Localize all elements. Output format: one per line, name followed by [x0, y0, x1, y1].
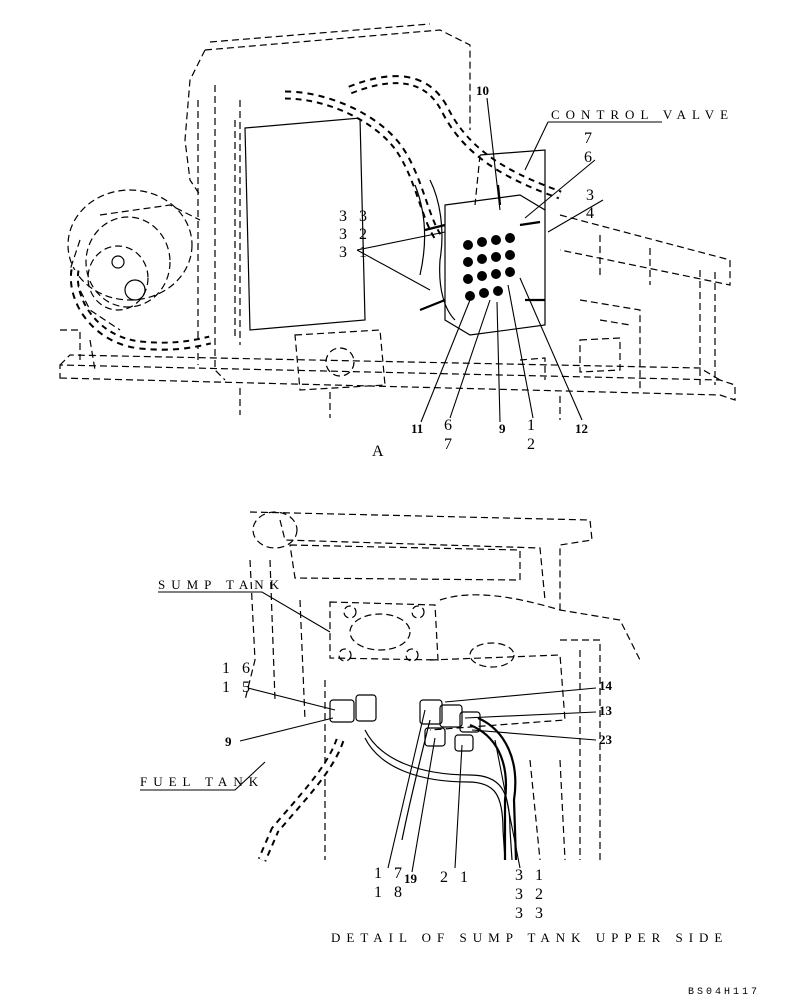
- leader-12: [519, 277, 583, 421]
- callout-7b: 7: [444, 436, 456, 453]
- leader-31-33: [494, 739, 521, 869]
- callout-3: 3: [586, 187, 598, 204]
- leader-14: [444, 687, 597, 703]
- callout-9b: 9: [225, 734, 232, 749]
- callout-4: 4: [586, 205, 598, 222]
- leader-7-6: [524, 159, 596, 219]
- callout-33b: 3 3: [515, 905, 547, 922]
- callout-23: 23: [599, 732, 612, 747]
- view-label-a: A: [372, 443, 388, 460]
- callout-17: 1 7: [374, 865, 406, 882]
- leader-19: [411, 737, 436, 873]
- leader-23: [471, 729, 597, 741]
- callout-2: 2: [527, 436, 539, 453]
- leader-3-4: [547, 199, 604, 233]
- callout-33: 3 3: [339, 208, 371, 225]
- callout-21: 2 1: [440, 869, 472, 886]
- view-a-drawing: [59, 23, 736, 423]
- control-valve-label: CONTROL VALVE: [551, 107, 735, 122]
- callout-6: 6: [584, 149, 596, 166]
- callout-19: 19: [404, 871, 417, 886]
- leader-9b: [239, 717, 334, 742]
- callout-12: 12: [575, 421, 588, 436]
- callout-10: 10: [476, 83, 489, 98]
- callout-16: 1 6: [222, 660, 254, 677]
- leader-sump-tank: [158, 591, 331, 633]
- callout-7: 7: [584, 130, 596, 147]
- callout-14: 14: [599, 678, 612, 693]
- leader-6-7: [449, 299, 491, 419]
- callout-18: 1 8: [374, 884, 406, 901]
- diagram-id: BS04H117: [688, 987, 761, 998]
- callout-31b: 3 1: [515, 867, 547, 884]
- callout-11: 11: [411, 421, 424, 436]
- leader-33-32-31: [356, 231, 446, 291]
- leader-1-2: [507, 284, 534, 419]
- sump-tank-label: SUMP TANK: [158, 577, 286, 592]
- callout-13: 13: [599, 703, 612, 718]
- detail-view-drawing: [140, 511, 641, 873]
- callout-9: 9: [499, 421, 506, 436]
- callout-32: 3 2: [339, 226, 371, 243]
- leader-11: [420, 299, 471, 423]
- callout-15: 1 5: [222, 679, 254, 696]
- callout-1: 1: [527, 417, 539, 434]
- callout-32b: 3 2: [515, 886, 547, 903]
- leader-9: [496, 301, 501, 423]
- leader-17-18: [387, 709, 426, 869]
- fuel-tank-label: FUEL TANK: [140, 774, 265, 789]
- leader-control-valve: [524, 121, 662, 171]
- leader-21: [454, 744, 463, 869]
- callout-6b: 6: [444, 417, 456, 434]
- leader-10: [486, 97, 501, 211]
- leader-13: [464, 711, 597, 719]
- callout-31: 3 1: [339, 244, 371, 261]
- detail-title: DETAIL OF SUMP TANK UPPER SIDE: [331, 930, 729, 945]
- leader-fuel-tank: [140, 761, 266, 791]
- leader-16-15: [247, 687, 336, 711]
